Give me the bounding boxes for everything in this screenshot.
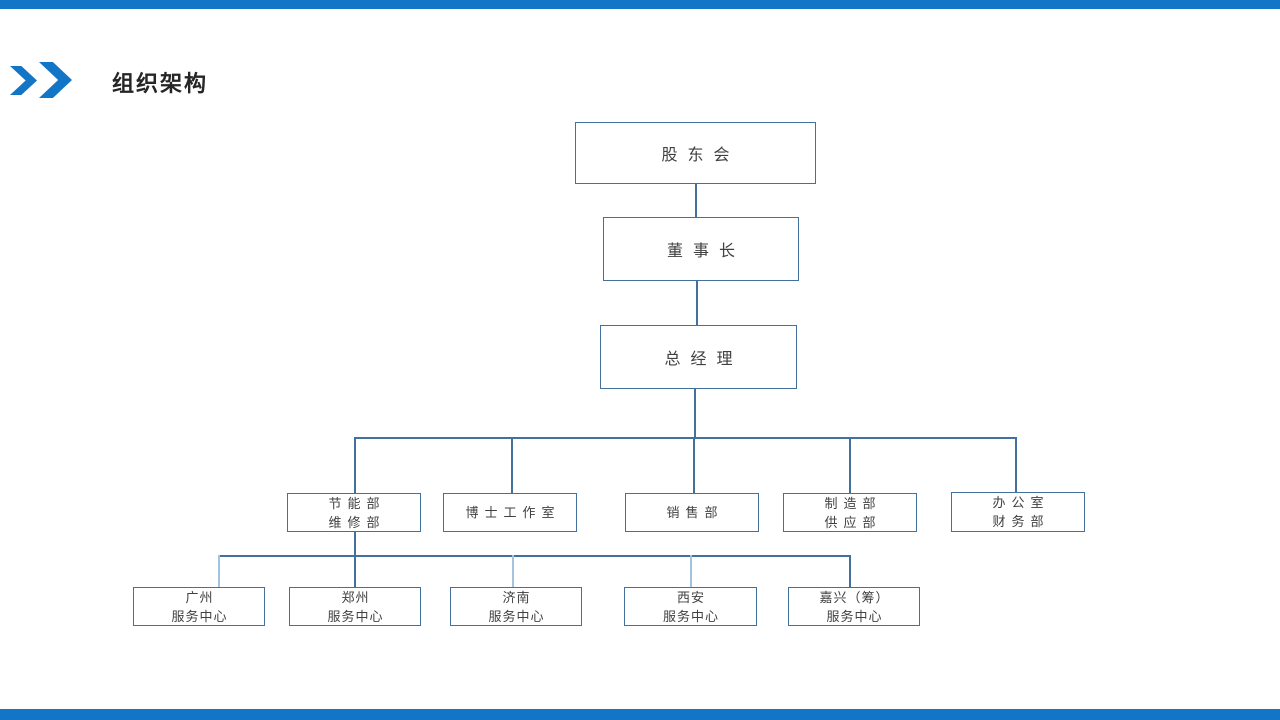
org-node-xian-service-center: 西安 服务中心	[624, 587, 757, 626]
connector-drop-jiaxing	[849, 555, 851, 587]
org-node-label: 制造部	[824, 495, 882, 511]
org-node-label: 总经理	[664, 351, 743, 368]
connector-drop-jinan	[512, 555, 514, 587]
org-node-label: 维修部	[328, 514, 386, 530]
org-node-label: 服务中心	[826, 608, 883, 624]
org-node-sales-dept: 销售部	[625, 493, 759, 532]
connector-drop-zhengzhou	[354, 555, 356, 587]
connector-chairman-gm	[696, 281, 698, 325]
org-node-label: 济南	[502, 589, 531, 605]
org-node-chairman: 董事长	[603, 217, 799, 281]
org-node-label: 西安	[676, 589, 705, 605]
connector-drop-guangzhou	[218, 555, 220, 587]
bottom-accent-bar	[0, 709, 1280, 720]
org-node-label: 广州	[185, 589, 214, 605]
org-node-jiaxing-service-center: 嘉兴（筹） 服务中心	[788, 587, 920, 626]
connector-dept-hline	[355, 437, 1017, 439]
org-node-label: 郑州	[341, 589, 370, 605]
top-accent-bar	[0, 0, 1280, 9]
connector-drop-xian	[690, 555, 692, 587]
org-node-manufacturing-supply-dept: 制造部 供应部	[783, 493, 917, 532]
connector-root-chairman	[695, 184, 697, 217]
connector-drop-manufacturing	[849, 437, 851, 493]
org-node-label: 服务中心	[488, 608, 545, 624]
org-node-label: 董事长	[666, 243, 745, 260]
org-node-energy-maintenance-dept: 节能部 维修部	[287, 493, 421, 532]
connector-drop-energy	[354, 437, 356, 493]
org-node-office-finance-dept: 办公室 财务部	[951, 492, 1085, 532]
org-node-zhengzhou-service-center: 郑州 服务中心	[289, 587, 421, 626]
org-node-label: 博士工作室	[465, 505, 561, 520]
org-node-label: 服务中心	[327, 608, 384, 624]
connector-drop-office	[1015, 437, 1017, 492]
chevron-right-icon	[10, 66, 37, 95]
connector-energy-down	[354, 532, 356, 556]
org-node-label: 办公室	[992, 495, 1050, 510]
org-node-jinan-service-center: 济南 服务中心	[450, 587, 582, 626]
org-node-label: 供应部	[824, 514, 882, 530]
connector-service-hline	[218, 555, 850, 557]
org-node-label: 股东会	[661, 147, 740, 164]
org-node-guangzhou-service-center: 广州 服务中心	[133, 587, 265, 626]
connector-drop-doctor	[511, 437, 513, 493]
page-title: 组织架构	[112, 71, 209, 96]
org-node-label: 节能部	[328, 495, 386, 511]
org-node-label: 嘉兴（筹）	[819, 589, 890, 605]
org-node-label: 销售部	[666, 505, 724, 520]
connector-drop-sales	[693, 437, 695, 493]
org-node-label: 服务中心	[662, 608, 719, 624]
org-node-doctor-studio: 博士工作室	[443, 493, 577, 532]
org-node-general-manager: 总经理	[600, 325, 797, 389]
org-node-label: 服务中心	[171, 608, 228, 624]
chevron-right-icon	[39, 62, 72, 98]
connector-gm-down	[694, 389, 696, 438]
org-node-shareholders-meeting: 股东会	[575, 122, 816, 184]
org-node-label: 财务部	[992, 514, 1050, 529]
